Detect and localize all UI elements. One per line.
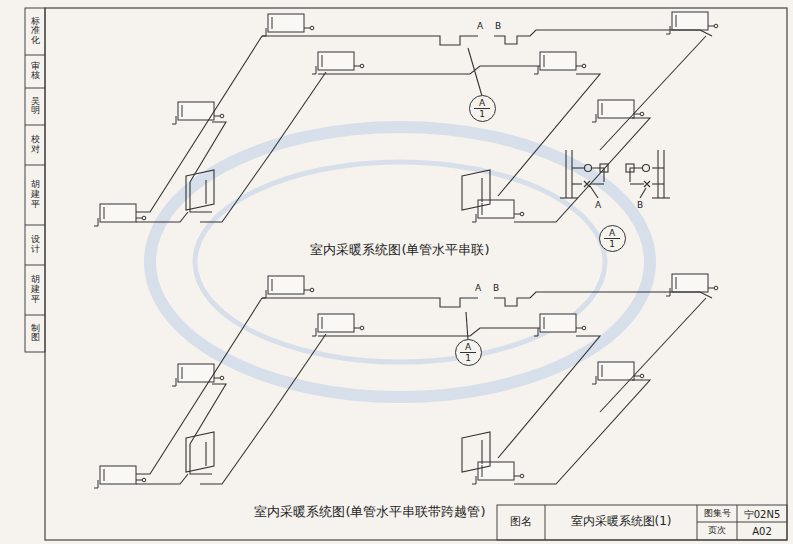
callout-text: 1 [604, 238, 620, 249]
title-block-cell: 宁02N5 [744, 509, 781, 520]
title-block-cell: 页次 [708, 526, 726, 536]
signature-cell: 制图 [31, 324, 40, 344]
signature-cell: 校对 [31, 135, 40, 155]
point-label: B [495, 22, 501, 32]
title-block-cell: 图集号 [704, 509, 731, 519]
point-label: A [475, 284, 481, 294]
callout-circle: A1 [469, 95, 496, 122]
signature-cell: 标准化 [31, 17, 40, 47]
callout-text: A [609, 228, 615, 238]
signature-cell: 胡建平 [31, 180, 40, 210]
callout-text: 1 [460, 352, 476, 363]
signature-cell: 设计 [31, 235, 40, 255]
point-label: A [595, 201, 601, 211]
callout-text: A [479, 98, 485, 108]
drawing-title: 室内采暖系统图(1) [571, 515, 672, 528]
point-label: B [493, 284, 499, 294]
title-block-cell: A02 [752, 526, 772, 537]
callout-circle: A1 [455, 339, 482, 366]
system-caption: 室内采暖系统图(单管水平串联) [307, 243, 492, 257]
signature-cell: 胡建平 [31, 275, 40, 305]
title-block-cell: 图名 [510, 516, 532, 528]
callout-circle: A1 [599, 225, 626, 252]
point-label: A [477, 22, 483, 32]
system-caption: 室内采暖系统图(单管水平串联带跨越管) [251, 505, 488, 519]
callout-text: 1 [474, 108, 490, 119]
signature-cell: 吴明 [31, 97, 40, 117]
signature-cell: 审核 [31, 62, 40, 82]
point-label: B [637, 201, 643, 211]
callout-text: A [465, 342, 471, 352]
